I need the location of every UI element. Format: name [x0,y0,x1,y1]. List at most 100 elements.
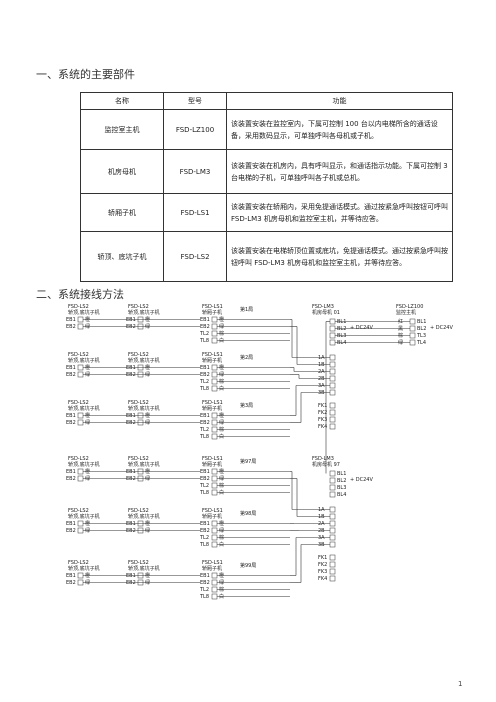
terminal [77,323,84,330]
terminal-label: TL2 [199,535,209,541]
terminal [329,484,336,491]
table-row: 轿顶、底坑子机 FSD-LS2 该装置安装在电梯轿顶位置或底坑，免提通话模式。通… [80,231,453,282]
terminal-label: TL8 [199,490,209,496]
cell-desc: 该装置安装在轿厢内，采用免提通话模式。通过按紧急呼叫按钮可呼叫 FSD-LM3 … [226,193,453,232]
ls2-name-label: 轿顶,底坑子机 [128,405,160,412]
terminal-label: 1B [318,514,325,520]
ls1-name-label: 轿厢子机 [202,461,222,468]
terminal-label: EB1 [126,317,136,323]
terminal-label: EB2 [66,580,76,586]
header-model: 型号 [163,92,227,110]
terminal-label: FK1 [318,555,327,561]
terminal [329,568,336,575]
table-header-row: 名称 型号 功能 [80,92,453,110]
cell-model: FSD-LM3 [163,149,227,194]
terminal [329,527,336,534]
terminal-label: BL3 [337,333,346,339]
ls2-name-label: 轿顶,底坑子机 [128,357,160,364]
terminal [211,534,218,541]
terminal-label: TL8 [199,594,209,600]
terminal-label: FK4 [318,424,327,430]
terminal-label: BL2 [417,326,426,332]
terminal-label: 1A [318,355,325,361]
ls2-model-label: FSD-LS2 [68,560,89,566]
elevator-label: 第2局 [240,354,253,361]
terminal-label: EB1 [66,413,76,419]
ls1-name-label: 轿厢子机 [202,565,222,572]
ls2-model-label: FSD-LS2 [68,508,89,514]
ls2-model-label: FSD-LS2 [128,560,149,566]
terminal [329,575,336,582]
terminal [211,419,218,426]
terminal-label: EB2 [66,420,76,426]
terminal-label: EB2 [66,372,76,378]
terminal-label: EB1 [66,365,76,371]
ls1-model-label: FSD-LS1 [202,352,223,358]
lz-name-label: 监控主机 [396,309,416,316]
terminal [211,412,218,419]
cell-model: FSD-LS2 [163,231,227,282]
terminal-label: EB1 [126,573,136,579]
terminal [329,477,336,484]
terminal [77,527,84,534]
terminal [329,541,336,548]
terminal-label: EB2 [126,420,136,426]
terminal-label: TL8 [199,338,209,344]
terminal-label: TL8 [199,386,209,392]
ls2-model-label: FSD-LS2 [68,400,89,406]
terminal-label: BL1 [417,319,426,325]
ls1-model-label: FSD-LS1 [202,304,223,310]
terminal [211,371,218,378]
terminal-label: BL4 [337,340,346,346]
terminal [211,593,218,600]
ls2-model-label: FSD-LS2 [128,304,149,310]
terminal-label: TL8 [199,542,209,548]
terminal-label: EB1 [200,317,210,323]
terminal-label: EB2 [126,324,136,330]
terminal [77,364,84,371]
terminal-label: EB2 [66,324,76,330]
terminal-label: EB1 [66,317,76,323]
terminal-label: EB1 [200,365,210,371]
lz-dc-label: + DC24V [430,325,453,331]
cell-name: 机房母机 [80,149,164,194]
lz-model-label: FSD-LZ100 [396,304,423,310]
terminal [329,339,336,346]
ls1-model-label: FSD-LS1 [202,560,223,566]
lm3-model-label: FSD-LM3 [312,304,334,310]
terminal-label: TL2 [199,379,209,385]
terminal-label: FK2 [318,410,327,416]
terminal-label: BL4 [337,492,346,498]
terminal-label: TL2 [199,331,209,337]
terminal [211,378,218,385]
terminal-label: EB2 [126,476,136,482]
terminal [329,332,336,339]
terminal [211,475,218,482]
terminal-label: EB2 [200,372,210,378]
elevator-label: 第97局 [240,458,256,465]
terminal-label: BL2 [337,326,346,332]
ls2-model-label: FSD-LS2 [128,400,149,406]
ls2-model-label: FSD-LS2 [128,508,149,514]
terminal-label: FK3 [318,417,327,423]
terminal [329,368,336,375]
ls1-name-label: 轿厢子机 [202,513,222,520]
terminal-label: EB1 [66,573,76,579]
terminal-label: 3B [318,390,325,396]
terminal-label: BL1 [337,319,346,325]
elevator-label: 第98局 [240,510,256,517]
terminal [77,475,84,482]
header-function: 功能 [226,92,453,110]
terminal [77,572,84,579]
terminal-label: EB2 [126,528,136,534]
terminal-label: EB1 [66,521,76,527]
terminal-label: EB1 [126,521,136,527]
terminal [329,375,336,382]
terminal [211,482,218,489]
terminal-label: EB1 [66,469,76,475]
terminal [329,382,336,389]
terminal [329,409,336,416]
ls2-name-label: 轿顶,底坑子机 [128,461,160,468]
ls2-model-label: FSD-LS2 [128,352,149,358]
terminal [329,389,336,396]
